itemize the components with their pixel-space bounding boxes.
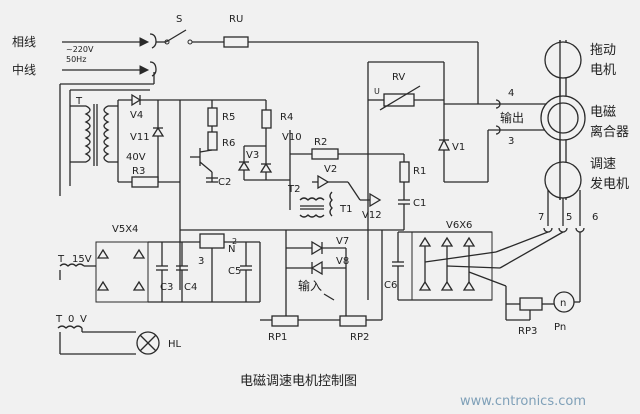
c3-label: C3: [160, 282, 173, 293]
neutral-line-label: 中线: [12, 62, 36, 77]
terminal-7: 7: [538, 212, 544, 223]
v0-label: V: [80, 314, 87, 325]
rv-label: RV: [392, 72, 405, 83]
v1-label: V1: [452, 142, 465, 153]
terminal-5: 5: [566, 212, 572, 223]
c4-label: C4: [184, 282, 197, 293]
n-label: N: [228, 244, 235, 255]
motor-assembly: 拖动 电机 电磁 离合器 调速 发电机 7 5 6: [495, 40, 629, 302]
t2-label: T2: [287, 184, 300, 195]
t1-label: T1: [339, 204, 352, 215]
v3-label: V3: [246, 150, 259, 161]
transformer-label: T: [75, 96, 83, 107]
drag-motor: [544, 41, 582, 79]
clutch-label-1: 电磁: [590, 105, 616, 120]
r6-label: R6: [222, 138, 235, 149]
transformer-t: T: [70, 96, 118, 166]
input-section: V7 V8 输入 RP1 RP2: [260, 230, 383, 343]
tacho-label-2: 发电机: [590, 176, 629, 192]
rp3: [519, 297, 543, 311]
r1-label: R1: [413, 166, 426, 177]
v2-label: V2: [324, 164, 337, 175]
rp1-label: RP1: [268, 332, 287, 343]
v8-label: V8: [336, 256, 349, 267]
c6-label: C6: [384, 280, 397, 291]
frequency-label: 50Hz: [66, 55, 86, 64]
fuse-ru: [223, 36, 249, 48]
drag-motor-label-1: 拖动: [590, 43, 616, 58]
zero-label: 0: [68, 314, 74, 325]
lower-supply: T 15V V5X4 C3 C4 3 N 2 C5: [57, 224, 368, 303]
output-terminals: 4 3 输出: [478, 88, 548, 147]
output-label: 输出: [500, 110, 524, 125]
tacho-generator: [544, 161, 582, 199]
input-label: 输入: [298, 278, 322, 293]
n3-label: 3: [198, 256, 204, 267]
hl-label: HL: [168, 339, 182, 350]
v6x6-label: V6X6: [446, 220, 472, 231]
terminal-4: 4: [508, 88, 514, 99]
pulse-transformer-stage: R2 R1 C1 V2 T2 T1 V12: [287, 130, 426, 230]
rp2: [339, 315, 367, 327]
terminal-3: 3: [508, 136, 514, 147]
r4-label: R4: [280, 112, 293, 123]
tacho-bridge: C6 V6X6: [384, 220, 507, 301]
fuse-label: RU: [229, 14, 243, 25]
mains-input: 相线 中线 ~220V 50Hz: [12, 33, 157, 77]
drag-motor-label-2: 电机: [590, 63, 616, 78]
v40-label: 40V: [126, 152, 146, 163]
v4-label: V4: [130, 110, 143, 121]
rp3-label: RP3: [518, 326, 537, 337]
rectifier-v4-v11: V4 V11 40V R3: [117, 93, 181, 290]
v11-label: V11: [130, 132, 150, 143]
c1-label: C1: [413, 198, 426, 209]
rp1: [271, 315, 299, 327]
clutch-label-2: 离合器: [590, 124, 629, 140]
v10-label: V10: [282, 132, 302, 143]
lamp-section: T 0 V HL: [55, 314, 182, 355]
voltage-label: ~220V: [66, 45, 94, 54]
speed-meter: RP3 n Pn: [505, 286, 580, 337]
switch-s: S: [156, 14, 193, 45]
r3-label: R3: [132, 166, 145, 177]
trigger-stage: R5 R6 R4 C2 V3 V10: [180, 99, 302, 188]
tacho-label-1: 调速: [590, 157, 616, 172]
regulator-n: [199, 233, 225, 249]
diagram-caption: 电磁调速电机控制图: [240, 374, 357, 389]
r2-label: R2: [314, 137, 327, 148]
pn-label: Pn: [554, 322, 566, 333]
u-label: U: [374, 87, 380, 96]
phase-line-label: 相线: [12, 35, 36, 49]
v12-label: V12: [362, 210, 382, 221]
power-stage: RV U V1: [367, 61, 489, 300]
switch-label: S: [176, 14, 182, 25]
r5-label: R5: [222, 112, 235, 123]
v7-label: V7: [336, 236, 349, 247]
watermark: www.cntronics.com: [460, 394, 586, 409]
terminal-6: 6: [592, 212, 598, 223]
t15-label: T: [57, 254, 65, 265]
n2-label: 2: [232, 237, 237, 246]
c5-label: C5: [228, 266, 241, 277]
rp2-label: RP2: [350, 332, 369, 343]
v15-label: 15V: [72, 254, 92, 265]
t0-label: T: [55, 314, 63, 325]
c2-label: C2: [218, 177, 231, 188]
bridge-label: V5X4: [112, 224, 138, 235]
meter-n-label: n: [560, 298, 566, 309]
